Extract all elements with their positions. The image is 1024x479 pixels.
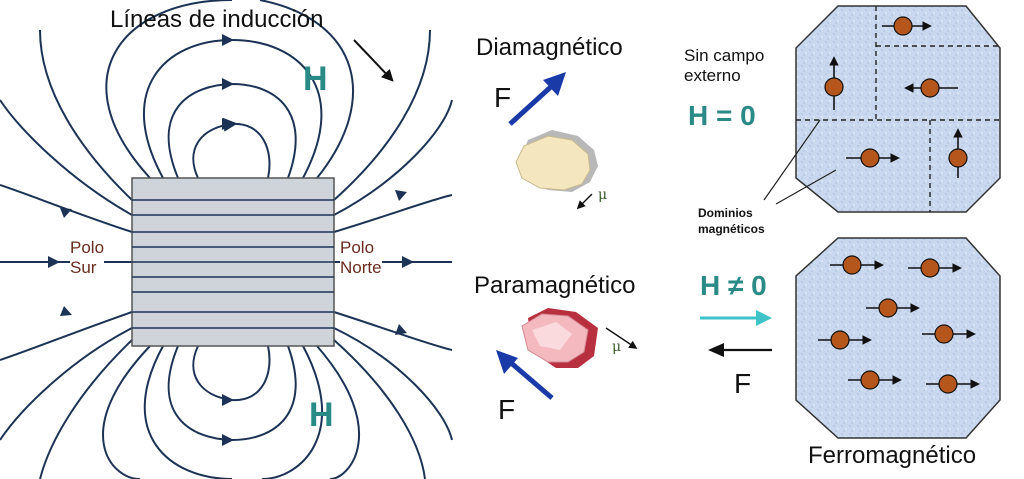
dipole xyxy=(920,78,940,98)
field-line xyxy=(333,194,453,233)
paramagnetic-sample xyxy=(521,308,598,368)
h-nonzero-label: H ≠ 0 xyxy=(700,270,767,301)
field-lines xyxy=(0,0,453,479)
field-line xyxy=(333,311,453,351)
dipole xyxy=(934,324,954,344)
field-line xyxy=(316,345,361,479)
direction-arrow xyxy=(222,434,234,446)
magnetic-domains-label: Dominios magnéticos xyxy=(698,206,765,236)
diamagnetic-force-label: F xyxy=(494,82,512,113)
dipoles-field xyxy=(818,255,980,394)
ferromagnetic-force-arrowhead xyxy=(708,343,724,357)
no-field-label: Sin campo externo xyxy=(684,46,765,85)
field-line xyxy=(39,339,133,479)
field-line xyxy=(167,345,297,442)
field-line xyxy=(0,99,133,216)
diamagnetic-mu-label: μ xyxy=(598,187,608,203)
direction-arrow xyxy=(395,190,407,201)
dipole xyxy=(842,255,862,275)
paramagnetic-force-label: F xyxy=(498,394,516,425)
ferromagnetic-force-label: F xyxy=(734,368,752,399)
paramagnetic-label: Paramagnético xyxy=(474,272,636,299)
domain-pointer xyxy=(763,119,821,201)
field-line xyxy=(0,327,133,441)
direction-arrow xyxy=(60,208,72,218)
field-line xyxy=(333,339,426,479)
field-line xyxy=(192,345,271,402)
label-pointer-arrow xyxy=(353,39,394,82)
paramagnetic-mu-arrow xyxy=(605,327,638,349)
diamagnetic-force-arrow xyxy=(508,82,556,126)
direction-arrow xyxy=(48,256,60,268)
dipole xyxy=(920,258,940,278)
field-h-label-bottom: H xyxy=(309,396,334,434)
field-line xyxy=(333,29,431,201)
direction-arrow xyxy=(222,78,234,90)
ferromagnetic-domains-no-field xyxy=(795,5,1001,213)
dipole xyxy=(938,374,958,394)
induction-lines-label: Líneas de inducción xyxy=(110,6,324,33)
dipole xyxy=(824,77,844,97)
direction-arrow xyxy=(60,306,72,316)
field-line xyxy=(261,345,323,479)
field-line xyxy=(333,327,453,441)
dipole xyxy=(860,370,880,390)
domain-pointer xyxy=(775,169,837,205)
north-pole-label: Polo Norte xyxy=(340,238,382,278)
diamagnetic-sample xyxy=(515,130,598,192)
diamagnetic-mu-arrow xyxy=(576,193,593,210)
field-line xyxy=(167,82,297,179)
external-field-arrowhead xyxy=(756,310,772,326)
field-h-label-top: H xyxy=(303,60,328,98)
field-direction-arrows xyxy=(48,34,414,446)
paramagnetic-force-arrow xyxy=(508,360,554,400)
dipole xyxy=(893,16,913,36)
h-zero-label: H = 0 xyxy=(688,100,756,131)
direction-arrow xyxy=(222,394,234,406)
direction-arrow xyxy=(222,34,234,46)
direction-arrow xyxy=(222,118,234,130)
field-line xyxy=(259,0,354,179)
paramagnetic-force-arrowhead xyxy=(496,350,518,374)
direction-arrow xyxy=(402,256,414,268)
field-line xyxy=(0,311,133,361)
diamagnetic-force-arrowhead xyxy=(543,72,566,96)
dipoles-no-field xyxy=(824,16,968,178)
dipole xyxy=(878,298,898,318)
bar-magnet xyxy=(131,177,335,347)
field-line xyxy=(0,184,133,233)
direction-arrow xyxy=(395,324,407,335)
dipole xyxy=(948,148,968,168)
field-line xyxy=(143,345,233,479)
ferromagnetic-label: Ferromagnético xyxy=(808,442,977,469)
dipole xyxy=(860,148,880,168)
diamagnetic-label: Diamagnético xyxy=(476,34,623,61)
field-line xyxy=(192,117,271,179)
south-pole-label: Polo Sur xyxy=(70,238,105,278)
field-line xyxy=(102,345,151,479)
field-line xyxy=(39,29,133,201)
ferromagnetic-domains-field xyxy=(795,237,1001,439)
dipole xyxy=(830,330,850,350)
field-line xyxy=(105,0,233,179)
paramagnetic-mu-label: μ xyxy=(612,339,622,355)
field-line xyxy=(333,99,453,216)
